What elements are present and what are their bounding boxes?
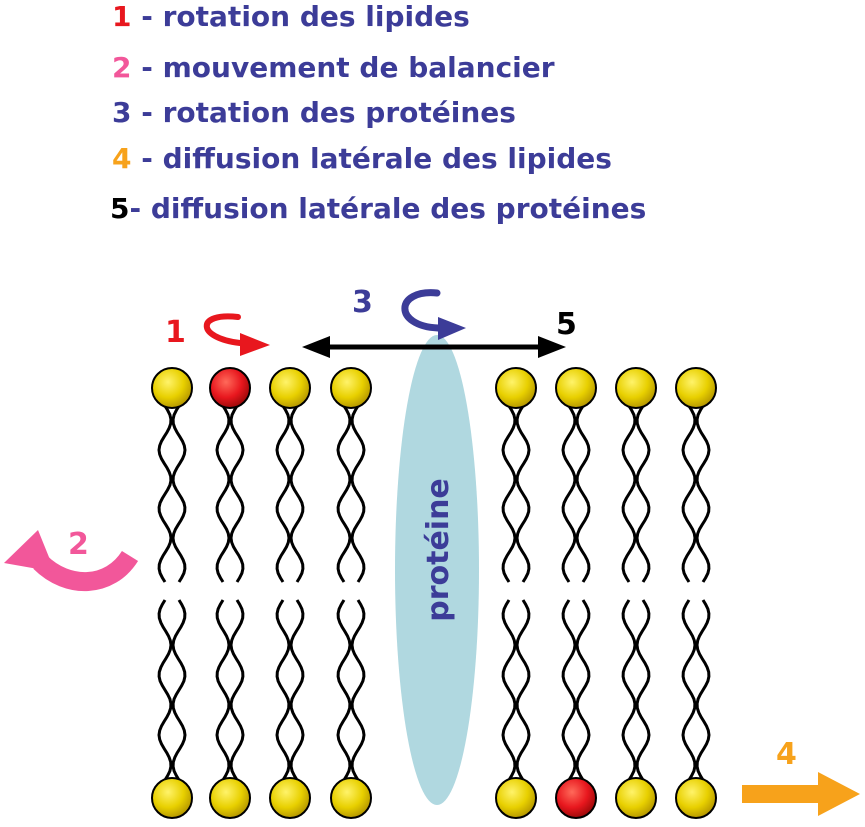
legend-item-4: 4 - diffusion latérale des lipides — [112, 142, 612, 175]
protein-label: protéine — [421, 478, 456, 622]
lipid-rotation-marker: 1 — [165, 313, 270, 356]
protein-diffusion-right-arrowhead-icon — [538, 336, 566, 358]
lipid-tail — [171, 405, 187, 583]
marker-2-label: 2 — [68, 527, 89, 562]
balance-arrowhead-icon — [4, 530, 55, 572]
marker-3-label: 3 — [352, 285, 373, 320]
lipid-tail — [681, 599, 697, 781]
lipid-head — [330, 777, 372, 819]
lipid-tail — [515, 599, 531, 781]
lipid-tail — [275, 405, 291, 583]
lipid-tail — [229, 405, 245, 583]
lipid-tail — [157, 599, 173, 781]
lipid-tail — [275, 599, 291, 781]
lipid-head — [269, 777, 311, 819]
lipid-head-highlighted — [209, 367, 251, 409]
lipid-tail — [635, 599, 651, 781]
lipid-tail — [515, 405, 531, 583]
legend-item-3: 3 - rotation des protéines — [112, 96, 516, 129]
lipid-head — [675, 777, 717, 819]
lipid-tail — [695, 405, 711, 583]
marker-1-label: 1 — [165, 315, 186, 350]
lipid-tail — [336, 405, 352, 583]
legend-number-4: 4 — [112, 142, 131, 175]
lipid-rotation-arrowhead-icon — [240, 333, 270, 356]
lipid-tail — [681, 405, 697, 583]
lipid-tail — [336, 599, 352, 781]
lipid-head — [675, 367, 717, 409]
legend-separator-3: - — [131, 96, 162, 129]
protein-diffusion-marker: 5 — [302, 307, 577, 358]
legend-label-2: mouvement de balancier — [163, 51, 555, 84]
protein-diffusion-left-arrowhead-icon — [302, 336, 330, 358]
legend-label-1: rotation des lipides — [163, 0, 470, 33]
lipid-head — [269, 367, 311, 409]
lipid-head — [495, 367, 537, 409]
legend-number-3: 3 — [112, 96, 131, 129]
legend-separator-1: - — [131, 0, 162, 33]
legend-item-2: 2 - mouvement de balancier — [112, 51, 555, 84]
marker-5-label: 5 — [556, 307, 577, 342]
legend: 1 - rotation des lipides 2 - mouvement d… — [110, 0, 646, 225]
legend-number-5: 5 — [110, 192, 129, 225]
lipid-tail — [575, 405, 591, 583]
lipid-head — [209, 777, 251, 819]
marker-4-label: 4 — [776, 737, 797, 772]
lipid-head — [495, 777, 537, 819]
legend-separator-2: - — [131, 51, 162, 84]
protein-rotation-arrow-icon — [401, 289, 442, 332]
legend-item-1: 1 - rotation des lipides — [112, 0, 470, 33]
lipid-tail — [215, 599, 231, 781]
lipid-head — [151, 777, 193, 819]
legend-number-2: 2 — [112, 51, 131, 84]
protein-rotation-marker: 3 — [352, 285, 466, 340]
legend-separator-5: - — [129, 192, 150, 225]
lipid-tail — [561, 405, 577, 583]
lipid-tail — [621, 599, 637, 781]
lipid-tail — [501, 405, 517, 583]
lipid-tails — [157, 405, 711, 781]
lipid-rotation-arrow-icon — [203, 313, 243, 346]
lipid-tail — [575, 599, 591, 781]
legend-label-3: rotation des protéines — [163, 96, 516, 129]
legend-number-1: 1 — [112, 0, 131, 33]
protein-rotation-arrowhead-icon — [438, 317, 466, 340]
balance-marker: 2 — [4, 527, 139, 592]
lipid-tail — [289, 599, 305, 781]
lipid-tail — [561, 599, 577, 781]
lipid-tail — [350, 405, 366, 583]
lipid-tail — [501, 599, 517, 781]
legend-item-5: 5- diffusion latérale des protéines — [110, 192, 646, 225]
lipid-head — [615, 777, 657, 819]
lipid-head — [151, 367, 193, 409]
legend-label-5: diffusion latérale des protéines — [151, 192, 646, 225]
lipid-diffusion-arrowhead-icon — [818, 772, 860, 816]
lipid-head-highlighted — [555, 777, 597, 819]
lipid-head — [615, 367, 657, 409]
lipid-head — [555, 367, 597, 409]
lipid-tail — [289, 405, 305, 583]
lipid-tail — [635, 405, 651, 583]
lipid-tail — [171, 599, 187, 781]
lipid-tail — [215, 405, 231, 583]
lipid-tail — [350, 599, 366, 781]
lipid-tail — [695, 599, 711, 781]
protein: protéine — [395, 335, 479, 805]
lipid-diffusion-marker: 4 — [742, 737, 860, 816]
lipid-tail — [157, 405, 173, 583]
lipid-diffusion-arrow-shaft — [742, 785, 824, 803]
protein-ellipse — [395, 335, 479, 805]
legend-label-4: diffusion latérale des lipides — [163, 142, 612, 175]
lipid-head — [330, 367, 372, 409]
lipid-tail — [229, 599, 245, 781]
lipid-tail — [621, 405, 637, 583]
lipid-heads — [151, 367, 717, 819]
legend-separator-4: - — [131, 142, 162, 175]
